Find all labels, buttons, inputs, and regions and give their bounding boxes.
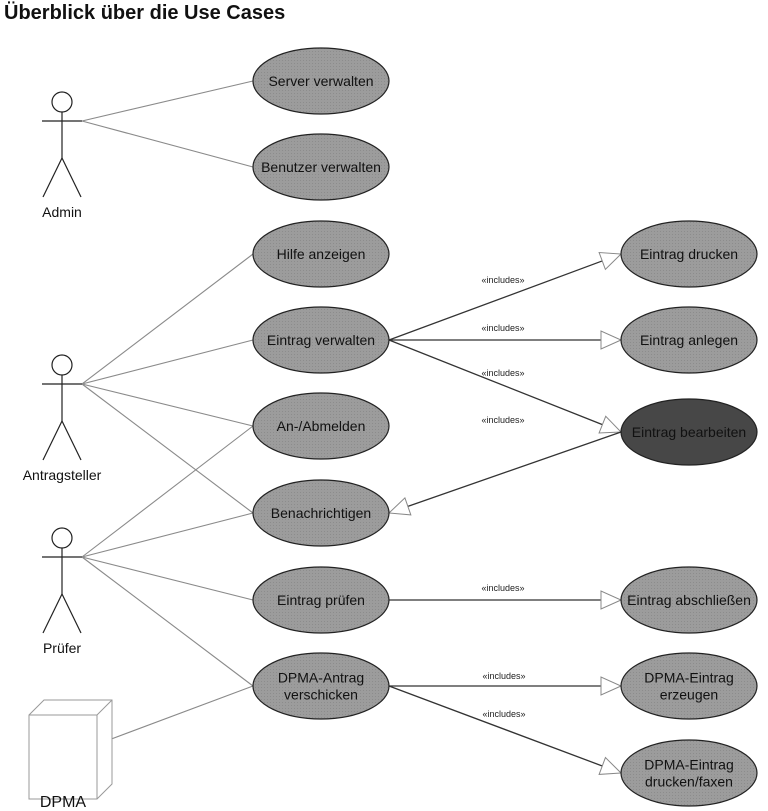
- association-line: [81, 556, 254, 687]
- use-case-label: Benutzer verwalten: [261, 159, 381, 175]
- association-line: [81, 383, 254, 427]
- use-case-ellipse[interactable]: [252, 392, 390, 460]
- include-stereotype-label: «includes»: [481, 368, 524, 378]
- node-box-icon: [28, 699, 113, 800]
- use-case-ellipse[interactable]: [252, 652, 390, 720]
- include-line: [388, 685, 603, 767]
- use-case-label: drucken/faxen: [645, 774, 733, 790]
- use-case-ellipse[interactable]: [620, 566, 758, 634]
- use-case-label: Eintrag drucken: [640, 246, 738, 262]
- use-case-ellipse[interactable]: [620, 398, 758, 466]
- use-case-server[interactable]: Server verwalten: [252, 47, 390, 115]
- actor-pruefer[interactable]: Prüfer: [42, 527, 82, 656]
- use-case-label: Eintrag prüfen: [277, 592, 365, 608]
- use-case-ellipse[interactable]: [620, 652, 758, 720]
- actor-label: DPMA: [40, 794, 87, 811]
- include-stereotype-label: «includes»: [481, 415, 524, 425]
- include-stereotype-label: «includes»: [481, 275, 524, 285]
- actor-leg-icon: [61, 420, 82, 461]
- use-case-bearbeiten[interactable]: Eintrag bearbeiten: [620, 398, 758, 466]
- use-case-label: verschicken: [284, 687, 358, 703]
- actor-leg-icon: [61, 593, 82, 634]
- association-line: [105, 685, 254, 742]
- association-line: [81, 120, 254, 168]
- include-arrowhead-icon: [387, 497, 412, 516]
- use-case-label: An-/Abmelden: [277, 418, 366, 434]
- include-stereotype-label: «includes»: [482, 671, 525, 681]
- actor-label: Admin: [42, 204, 82, 220]
- use-case-ellipse[interactable]: [252, 479, 390, 547]
- actor-head-icon: [51, 91, 73, 113]
- actor-label: Prüfer: [43, 640, 81, 656]
- actor-dpma[interactable]: DPMA: [28, 699, 113, 811]
- use-case-ellipse[interactable]: [252, 306, 390, 374]
- include-line: [407, 431, 622, 508]
- use-case-label: Server verwalten: [268, 73, 373, 89]
- association-line: [81, 253, 254, 385]
- include-stereotype-label: «includes»: [481, 323, 524, 333]
- use-case-label: DPMA-Eintrag: [644, 757, 733, 773]
- use-case-pruefen[interactable]: Eintrag prüfen: [252, 566, 390, 634]
- association-line: [81, 556, 254, 601]
- diagram-title: Überblick über die Use Cases: [4, 2, 286, 24]
- association-line: [81, 512, 254, 558]
- include-stereotype-label: «includes»: [482, 709, 525, 719]
- use-case-ellipse[interactable]: [620, 220, 758, 288]
- use-case-label: Eintrag anlegen: [640, 332, 738, 348]
- use-case-label: DPMA-Eintrag: [644, 670, 733, 686]
- include-line: [388, 339, 603, 426]
- use-case-drucken[interactable]: Eintrag drucken: [620, 220, 758, 288]
- use-case-ellipse[interactable]: [252, 566, 390, 634]
- include-arrowhead-icon: [598, 415, 623, 434]
- include-line: [388, 260, 603, 341]
- use-case-ellipse[interactable]: [620, 306, 758, 374]
- include-arrowhead-icon: [600, 676, 623, 696]
- use-case-ellipse[interactable]: [252, 133, 390, 201]
- use-case-anlegen[interactable]: Eintrag anlegen: [620, 306, 758, 374]
- actor-leg-icon: [42, 157, 63, 198]
- use-case-ellipse[interactable]: [252, 47, 390, 115]
- use-case-verwalten[interactable]: Eintrag verwalten: [252, 306, 390, 374]
- use-case-anmelden[interactable]: An-/Abmelden: [252, 392, 390, 460]
- use-case-benachrichtigen[interactable]: Benachrichtigen: [252, 479, 390, 547]
- use-case-label: erzeugen: [660, 687, 718, 703]
- use-case-label: Eintrag bearbeiten: [632, 424, 746, 440]
- use-case-abschliessen[interactable]: Eintrag abschließen: [620, 566, 758, 634]
- association-line: [81, 80, 254, 122]
- use-case-label: DPMA-Antrag: [278, 670, 364, 686]
- actor-admin[interactable]: Admin: [42, 91, 82, 220]
- use-case-label: Eintrag verwalten: [267, 332, 375, 348]
- actor-leg-icon: [61, 157, 82, 198]
- use-case-label: Benachrichtigen: [271, 505, 371, 521]
- use-case-label: Hilfe anzeigen: [277, 246, 366, 262]
- association-line: [81, 383, 254, 514]
- node-edge-icon: [29, 699, 113, 799]
- actor-head-icon: [51, 527, 73, 549]
- include-arrowhead-icon: [598, 756, 623, 775]
- actor-label: Antragsteller: [23, 467, 102, 483]
- use-case-hilfe[interactable]: Hilfe anzeigen: [252, 220, 390, 288]
- actor-leg-icon: [42, 593, 63, 634]
- use-case-benutzer[interactable]: Benutzer verwalten: [252, 133, 390, 201]
- include-arrowhead-icon: [598, 251, 623, 271]
- association-line: [81, 425, 254, 558]
- include-stereotype-label: «includes»: [481, 583, 524, 593]
- actor-head-icon: [51, 354, 73, 376]
- actor-antragsteller[interactable]: Antragsteller: [23, 354, 102, 483]
- actor-leg-icon: [42, 420, 63, 461]
- use-case-ellipse[interactable]: [252, 220, 390, 288]
- include-arrowhead-icon: [600, 330, 623, 350]
- include-arrowhead-icon: [600, 590, 623, 610]
- use-case-ellipse[interactable]: [620, 739, 758, 807]
- use-case-label: Eintrag abschließen: [627, 592, 751, 608]
- association-line: [81, 339, 254, 385]
